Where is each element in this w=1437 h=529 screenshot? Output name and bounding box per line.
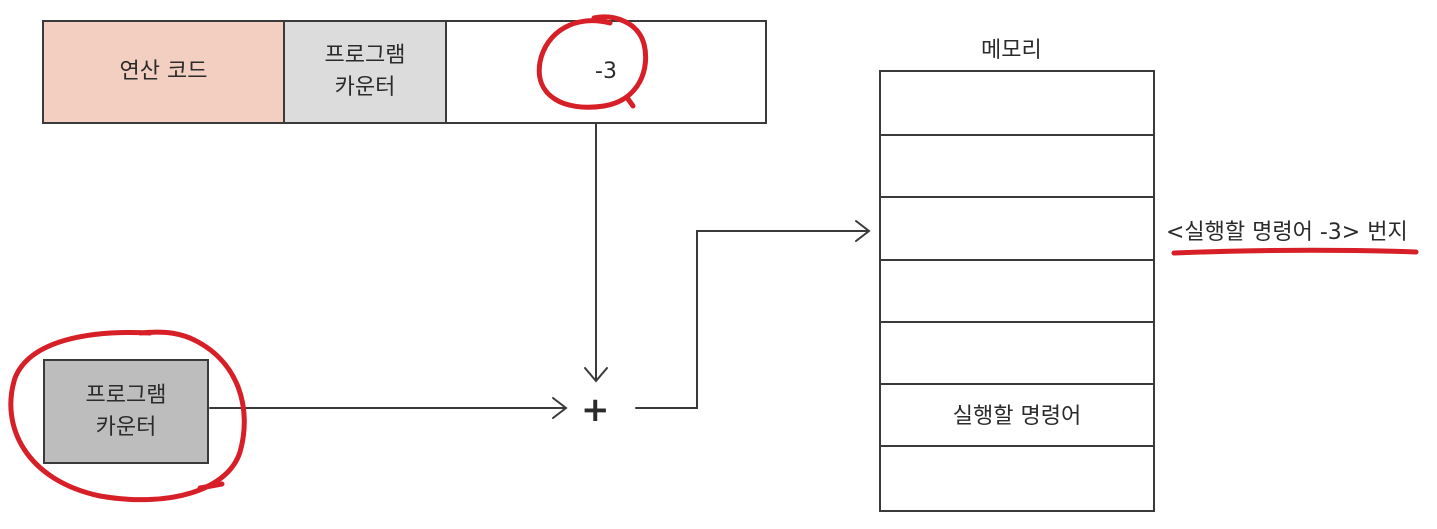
memory-title: 메모리 <box>981 38 1042 63</box>
operand-to-adder-arrow <box>584 123 608 383</box>
memory-row-divider <box>881 383 1153 385</box>
addressing-mode-cell: 프로그램 카운터 <box>283 20 447 124</box>
addressing-mode-line1: 프로그램 <box>324 43 406 69</box>
memory-row-divider <box>881 259 1153 261</box>
memory-row-current-instruction: 실행할 명령어 <box>881 383 1153 445</box>
addressing-mode-line2: 카운터 <box>334 75 396 100</box>
memory-row-divider <box>881 321 1153 323</box>
memory-row-target <box>881 196 1153 258</box>
program-counter-highlight-tail <box>197 481 225 491</box>
adder-symbol: + <box>581 390 610 430</box>
pc-to-adder-arrow <box>209 397 568 419</box>
memory-row <box>881 321 1153 383</box>
memory-row <box>881 259 1153 321</box>
target-label-underline <box>1171 247 1419 256</box>
program-counter-line2: 카운터 <box>95 414 157 440</box>
memory-row <box>881 445 1153 510</box>
memory-row <box>881 72 1153 134</box>
program-counter-line1: 프로그램 <box>85 382 167 408</box>
opcode-label: 연산 코드 <box>119 59 208 85</box>
program-counter-register: 프로그램 카운터 <box>43 359 209 464</box>
memory-row-divider <box>881 445 1153 447</box>
opcode-cell: 연산 코드 <box>42 20 285 124</box>
memory-row-divider <box>881 196 1153 198</box>
memory-block: 실행할 명령어 <box>879 70 1155 512</box>
memory-row <box>881 134 1153 196</box>
target-address-label: <실행할 명령어 -3> 번지 <box>1166 220 1408 245</box>
current-instruction-label: 실행할 명령어 <box>952 404 1082 429</box>
operand-cell: -3 <box>445 20 767 124</box>
operand-value: -3 <box>595 59 617 85</box>
adder-to-memory-arrow <box>635 220 871 409</box>
memory-row-divider <box>881 134 1153 136</box>
